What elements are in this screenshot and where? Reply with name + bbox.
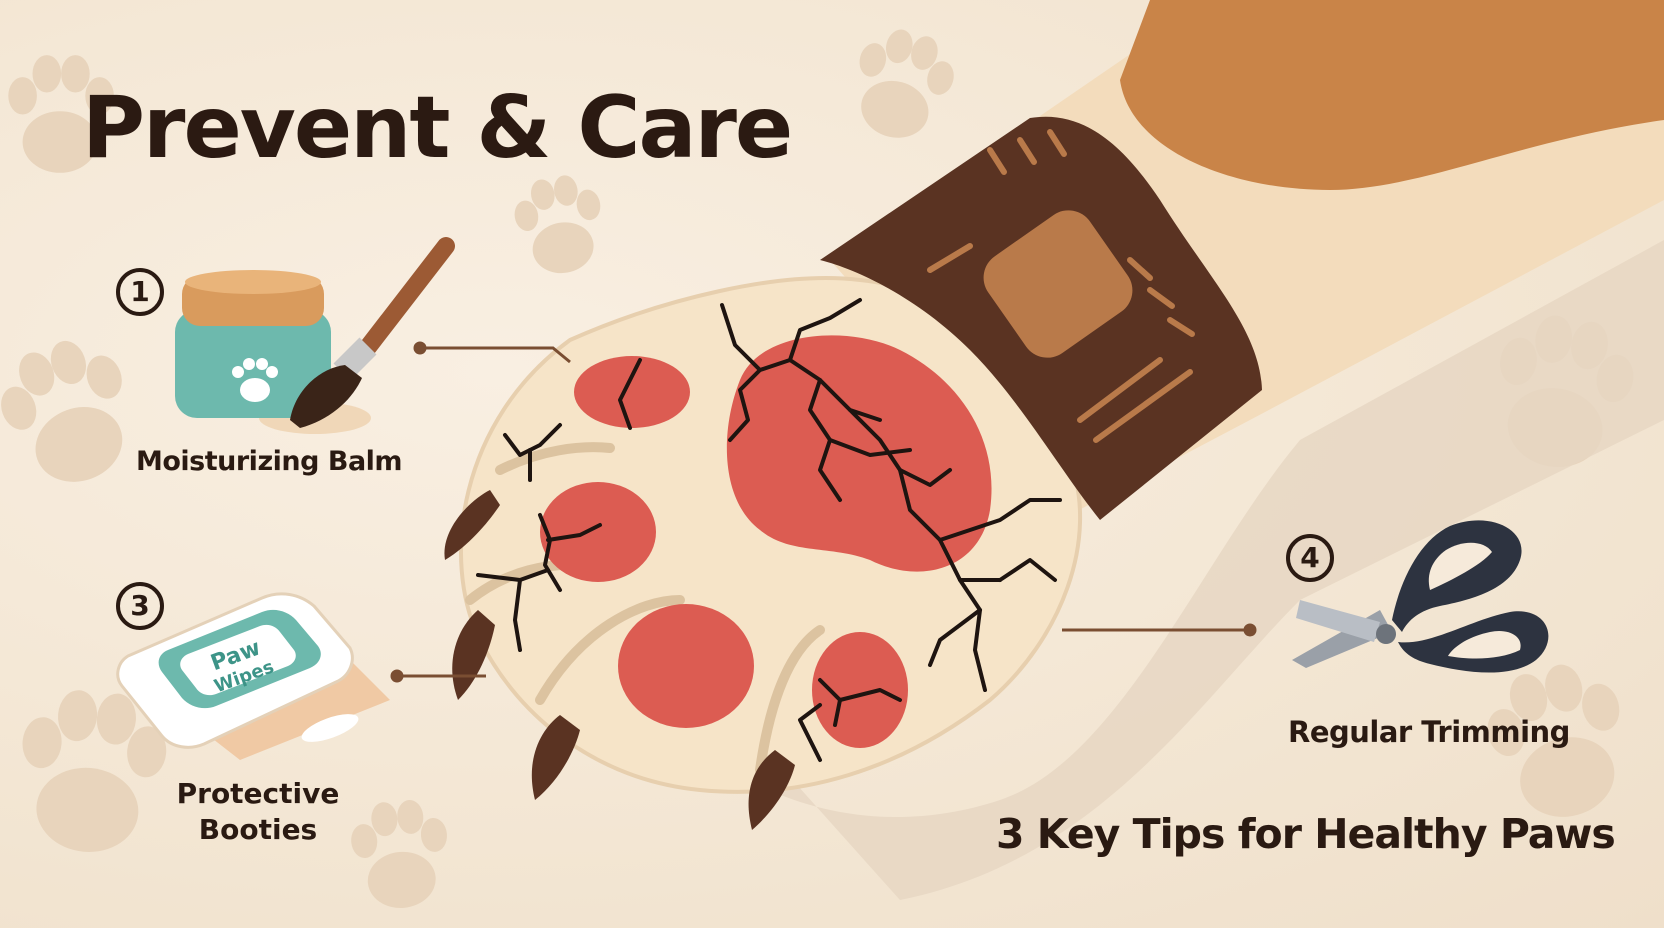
pawprint-bg bbox=[0, 326, 152, 500]
tip-label-protective-booties: Protective Booties bbox=[176, 777, 340, 846]
pawprint-bg bbox=[509, 170, 611, 280]
claw bbox=[444, 490, 500, 560]
bootie-stitches bbox=[927, 129, 1195, 443]
wipes-illustration: Paw Wipes bbox=[116, 592, 390, 760]
subtitle: 3 Key Tips for Healthy Paws bbox=[996, 810, 1616, 858]
fur-patch bbox=[1120, 0, 1664, 190]
clipper-pivot bbox=[1376, 624, 1396, 644]
toe-pad bbox=[812, 632, 908, 748]
clipper-blade bbox=[1296, 600, 1380, 642]
pawprint-bg bbox=[348, 796, 453, 912]
balm-illustration bbox=[175, 237, 455, 434]
claw bbox=[531, 715, 580, 800]
clipper-handle-hole bbox=[1428, 542, 1492, 590]
nail-clipper-illustration bbox=[1292, 520, 1549, 673]
wipes-label bbox=[180, 624, 296, 696]
toe-pad bbox=[618, 604, 754, 728]
tip-number-badge: 4 bbox=[1286, 534, 1334, 582]
tip-number-badge: 3 bbox=[116, 582, 164, 630]
pawprint-bg bbox=[842, 20, 963, 150]
dry-cracks bbox=[476, 298, 1062, 762]
toe-pad bbox=[540, 482, 656, 582]
claws bbox=[444, 490, 795, 830]
brush-bristles bbox=[290, 365, 362, 428]
claw bbox=[748, 750, 795, 830]
bootie-patch bbox=[983, 210, 1133, 358]
toe-pad bbox=[574, 356, 690, 428]
clipper-handle-hole bbox=[1448, 630, 1521, 659]
wipe-sheet bbox=[301, 714, 359, 742]
jar-paw-icon bbox=[232, 358, 278, 402]
main-pad bbox=[726, 335, 992, 572]
tip-label-regular-trimming: Regular Trimming bbox=[1288, 715, 1570, 749]
tip-label-moisturizing-balm: Moisturizing Balm bbox=[136, 446, 403, 477]
page-title: Prevent & Care bbox=[82, 78, 793, 178]
paw-shadow bbox=[560, 240, 1664, 900]
balm-jar-lid-top bbox=[185, 270, 321, 294]
connector-lines bbox=[390, 341, 1257, 683]
tip-number-badge: 1 bbox=[116, 268, 164, 316]
brush-handle bbox=[349, 237, 455, 369]
